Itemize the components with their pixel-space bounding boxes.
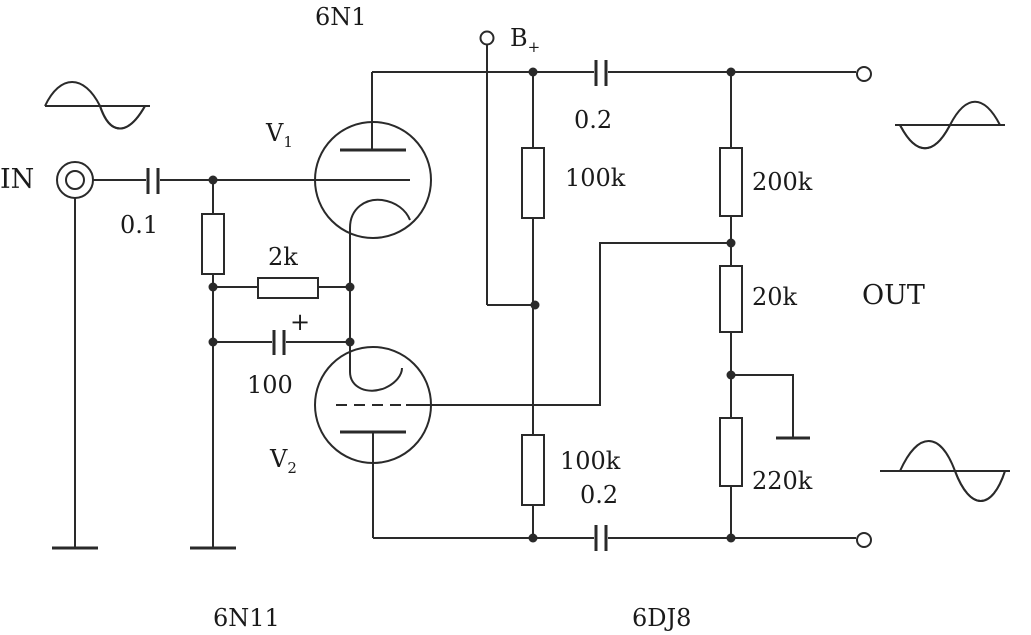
- capacitor-bottom: [594, 525, 608, 551]
- tube-model-top: 6N1: [315, 3, 367, 31]
- resistor-2k: [257, 277, 319, 299]
- v2-cathode: [349, 342, 403, 392]
- res-200k-value: 200k: [752, 168, 813, 196]
- resistor-100k-top: [521, 147, 545, 219]
- wire-v2-grid-feedback: [406, 242, 731, 406]
- v1-label: V1: [265, 119, 293, 151]
- waveform-output-bottom: [880, 440, 1010, 502]
- v1-cathode: [349, 198, 411, 229]
- cap-bottom-value: 0.2: [580, 481, 618, 509]
- v2-label: V2: [269, 445, 297, 477]
- wire-divider-ground: [731, 374, 794, 438]
- tube-model-bottom-right: 6DJ8: [632, 604, 691, 632]
- res-220k-value: 220k: [752, 467, 813, 495]
- input-connector: [56, 161, 94, 199]
- tube-v2: [314, 342, 432, 538]
- waveform-output-top: [895, 100, 1005, 150]
- input-ground: [52, 198, 98, 550]
- res-2k-value: 2k: [268, 243, 298, 271]
- resistor-20k: [719, 265, 743, 333]
- input-label: IN: [0, 164, 34, 195]
- capacitor-top: [594, 60, 608, 86]
- output-label: OUT: [862, 280, 925, 311]
- res-100k-bottom-value: 100k: [560, 447, 621, 475]
- output-terminal-top: [856, 66, 872, 82]
- resistor-200k: [719, 147, 743, 217]
- res-100k-top-value: 100k: [565, 164, 626, 192]
- junction: [530, 300, 540, 310]
- tube-v1: [314, 72, 432, 342]
- res-20k-value: 20k: [752, 283, 798, 311]
- cap-input-value: 0.1: [120, 211, 158, 239]
- resistor-220k: [719, 417, 743, 487]
- junction: [528, 533, 538, 543]
- capacitor-bypass: [272, 330, 286, 355]
- cap-bypass-polarity: +: [290, 308, 310, 336]
- waveform-input: [44, 81, 150, 130]
- cap-top-value: 0.2: [574, 106, 612, 134]
- supply-label: B+: [510, 24, 540, 56]
- resistor-100k-bottom: [521, 434, 545, 506]
- supply-terminal: [479, 30, 495, 46]
- resistor-grid-left: [201, 213, 225, 275]
- output-terminal-bottom: [856, 532, 872, 548]
- capacitor-input: [146, 168, 160, 194]
- cap-bypass-value: 100: [247, 371, 293, 399]
- tube-model-bottom-left: 6N11: [213, 604, 280, 632]
